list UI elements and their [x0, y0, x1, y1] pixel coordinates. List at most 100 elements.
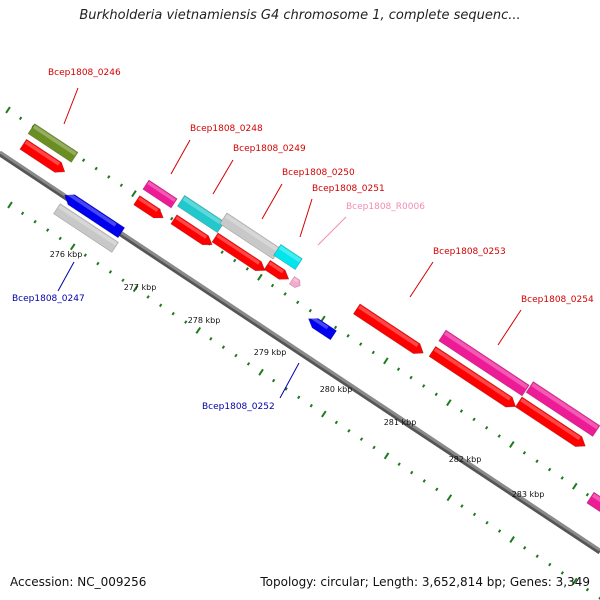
- tick-label: 279 kbp: [254, 348, 287, 357]
- gene-callout-line: [497, 309, 522, 346]
- outer-tick-mark: [446, 399, 452, 407]
- gene-label-bcep1808-0251[interactable]: Bcep1808_0251: [312, 184, 385, 194]
- outer-tick-mark: [5, 106, 11, 114]
- inner-tick-mark: [309, 403, 313, 408]
- inner-tick-mark: [33, 219, 37, 224]
- outer-tick-mark: [459, 409, 464, 413]
- inner-tick-mark: [45, 228, 50, 232]
- inner-tick-mark: [347, 428, 351, 433]
- inner-tick-mark: [435, 487, 439, 492]
- outer-tick-mark: [131, 190, 137, 198]
- gene-callout-line: [212, 159, 234, 195]
- outer-tick-mark: [484, 425, 489, 430]
- inner-tick-mark: [509, 535, 515, 543]
- gene-block: [142, 179, 178, 209]
- gene-label-bcep1808-0252[interactable]: Bcep1808_0252: [202, 402, 275, 412]
- inner-tick-mark: [234, 353, 238, 358]
- outer-tick-mark: [472, 417, 476, 422]
- inner-tick-mark: [472, 512, 477, 517]
- outer-tick-mark: [245, 267, 249, 271]
- cds-arrow: [211, 232, 266, 272]
- gene-label-bcep1808-0246[interactable]: Bcep1808_0246: [48, 68, 121, 78]
- inner-tick-mark: [585, 587, 590, 592]
- inner-tick-mark: [20, 211, 25, 216]
- outer-tick-mark: [220, 250, 224, 254]
- outer-tick-mark: [346, 333, 350, 338]
- inner-tick-mark: [359, 437, 364, 441]
- outer-tick-mark: [522, 451, 527, 455]
- gene-block: [438, 329, 530, 397]
- outer-tick-mark: [572, 482, 578, 490]
- gene-callout-line: [409, 261, 434, 298]
- outer-tick-mark: [233, 258, 237, 263]
- outer-tick-mark: [81, 158, 86, 162]
- inner-tick-mark: [195, 326, 202, 334]
- gene-label-bcep1808-0253[interactable]: Bcep1808_0253: [433, 247, 506, 257]
- inner-tick-mark: [410, 470, 414, 475]
- tick-label: 283 kbp: [512, 490, 545, 499]
- cds-arrow: [133, 195, 164, 219]
- inner-tick-mark: [284, 387, 288, 391]
- inner-tick-mark: [383, 452, 390, 460]
- inner-tick-mark: [446, 494, 453, 502]
- inner-tick-mark: [334, 420, 339, 425]
- outer-tick-mark: [535, 459, 539, 463]
- inner-tick-mark: [297, 395, 301, 400]
- outer-tick-mark: [547, 467, 552, 472]
- gene-label-bcep1808-0247[interactable]: Bcep1808_0247: [12, 294, 85, 304]
- gene-block: [219, 212, 281, 260]
- inner-tick-mark: [548, 562, 552, 567]
- gene-callout-line: [57, 261, 75, 292]
- outer-tick-mark: [396, 367, 401, 372]
- gene-callout-line: [170, 139, 191, 175]
- inner-tick-mark: [460, 504, 464, 508]
- gene-label-bcep1808-0250[interactable]: Bcep1808_0250: [282, 168, 355, 178]
- inner-tick-mark: [184, 320, 188, 324]
- gene-block: [586, 491, 600, 513]
- inner-tick-mark: [83, 253, 87, 257]
- outer-tick-mark: [107, 175, 111, 179]
- inner-tick-mark: [372, 445, 376, 450]
- gene-block: [273, 243, 303, 271]
- gene-label-bcep1808-0249[interactable]: Bcep1808_0249: [233, 144, 306, 154]
- gene-callout-line: [63, 87, 79, 125]
- gene-block: [525, 381, 600, 437]
- inner-tick-mark: [572, 577, 578, 585]
- map-title: Burkholderia vietnamiensis G4 chromosome…: [79, 8, 521, 23]
- gene-block: [53, 203, 119, 253]
- inner-tick-mark: [7, 201, 13, 209]
- inner-tick-mark: [271, 378, 276, 383]
- outer-tick-mark: [560, 476, 564, 480]
- outer-tick-mark: [170, 216, 174, 221]
- tick-label: 277 kbp: [124, 283, 157, 292]
- outer-tick-mark: [409, 375, 413, 380]
- inner-tick-mark: [246, 362, 251, 366]
- inner-tick-mark: [321, 410, 327, 418]
- tick-label: 280 kbp: [320, 385, 353, 394]
- topology-summary: Topology: circular; Length: 3,652,814 bp…: [260, 575, 590, 589]
- outer-tick-mark: [94, 166, 98, 171]
- inner-tick-mark: [108, 270, 113, 274]
- outer-tick-mark: [585, 492, 590, 497]
- inner-tick-mark: [209, 336, 213, 341]
- gene-callout-line: [261, 183, 283, 220]
- outer-tick-mark: [308, 308, 312, 313]
- gene-callout-line: [299, 198, 313, 238]
- inner-tick-mark: [171, 311, 175, 316]
- tick-label: 278 kbp: [188, 316, 221, 325]
- cds-arrow: [428, 345, 517, 408]
- cds-arrow: [352, 303, 424, 354]
- gene-label-bcep1808-0254[interactable]: Bcep1808_0254: [521, 295, 594, 305]
- gene-label-bcep1808-0248[interactable]: Bcep1808_0248: [190, 124, 263, 134]
- inner-tick-mark: [258, 368, 264, 376]
- gene-label-bcep1808-r0006[interactable]: Bcep1808_R0006: [346, 202, 425, 212]
- tick-label: 282 kbp: [449, 455, 482, 464]
- outer-tick-mark: [497, 434, 501, 438]
- outer-tick-mark: [270, 283, 275, 288]
- tick-label: 276 kbp: [50, 250, 83, 259]
- reverse-cds-arrow: [308, 315, 337, 341]
- inner-tick-mark: [70, 243, 76, 251]
- gene-callout-line: [279, 362, 300, 399]
